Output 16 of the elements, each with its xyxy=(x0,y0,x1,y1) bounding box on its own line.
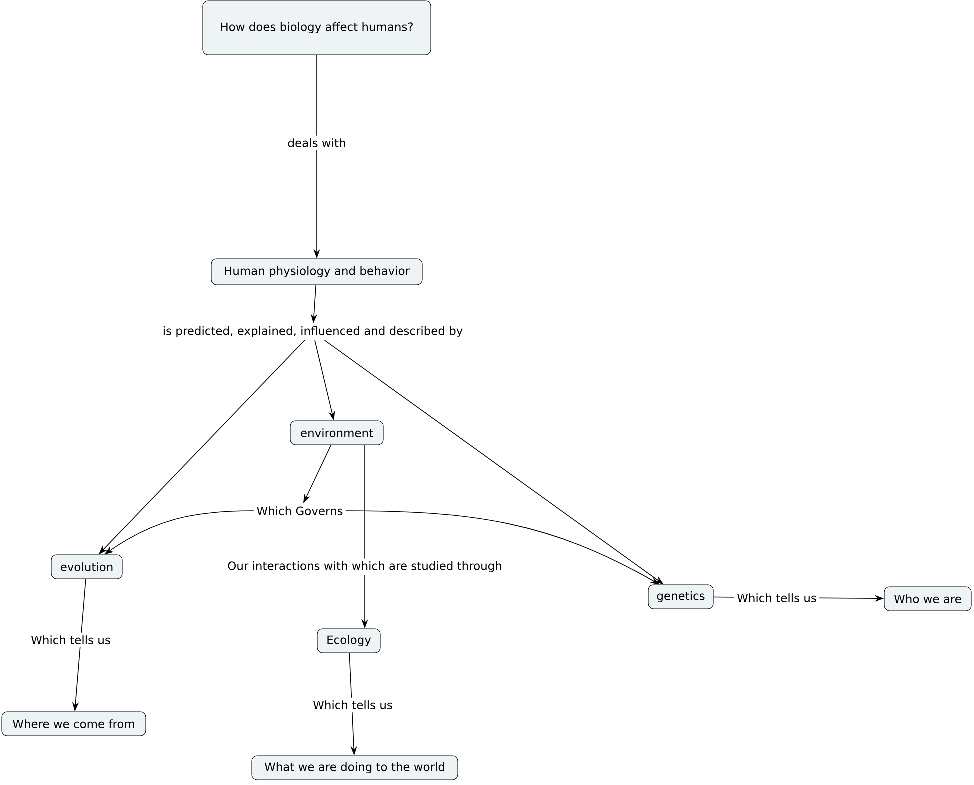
concept-box: genetics xyxy=(648,584,714,610)
concept-box: What we are doing to the world xyxy=(252,756,458,780)
concept-box: How does biology affect humans? xyxy=(202,0,432,56)
edge-label: deals with xyxy=(285,136,349,150)
linking-phrase: is predicted, explained, influenced and described by xyxy=(164,326,463,338)
concept-box: environment xyxy=(290,420,384,446)
concept-box: Ecology xyxy=(317,628,381,654)
linking-phrase: Which Governs xyxy=(257,506,343,516)
edge-label: Our interactions with which are studied through xyxy=(224,558,506,576)
edge-label: Which tells us xyxy=(28,632,114,648)
edge-label: Which tells us xyxy=(310,698,396,712)
concept-box: Human physiology and behavior xyxy=(211,258,423,286)
concept-box: Where we come from xyxy=(2,712,146,736)
concept-box: Who we are xyxy=(884,586,972,612)
edge-label: Which tells us xyxy=(734,590,820,606)
concept-box: evolution xyxy=(51,554,123,580)
